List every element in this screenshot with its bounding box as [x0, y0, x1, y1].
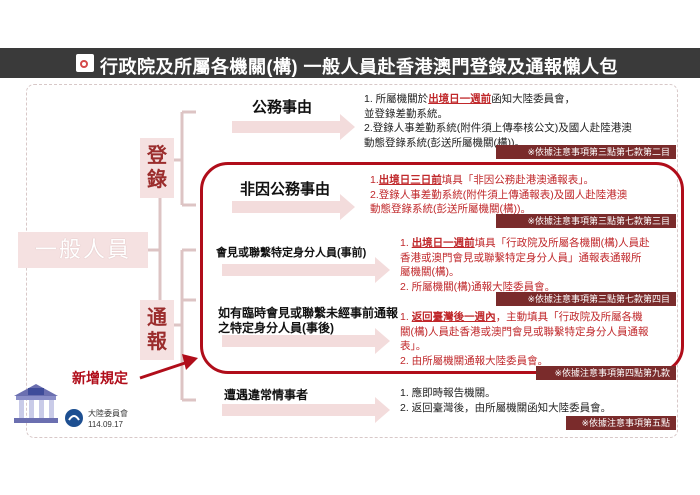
main-category-box: 一般人員 [18, 232, 148, 268]
description-line: 2. 返回臺灣後，由所屬機關函知大陸委員會。 [400, 401, 676, 416]
description-line: 2. 所屬機關(構)通報大陸委員會。 [400, 280, 676, 295]
description-segment: 動態登錄系統(彭送所屬機關(構))。 [364, 136, 525, 149]
mac-logo-icon [65, 409, 83, 427]
description-segment: 函知大陸委員會， [491, 93, 576, 105]
label-non-official-business: 非因公務事由 [240, 181, 331, 198]
description-line: 表」。 [400, 339, 676, 354]
description-segment: 1. [370, 174, 379, 186]
description-line: 1. 應即時報告機關。 [400, 386, 676, 401]
description-segment: 出境日三日前 [378, 174, 442, 186]
description-line: 2.登錄人事差勤系統(附件須上傳通報表)及國人赴陸港澳 [370, 188, 676, 203]
description-segment: 2. 返回臺灣後，由所屬機關函知大陸委員會。 [400, 401, 612, 414]
description-segment: 出境日一週前 [411, 237, 475, 249]
description-meet-contact-before: 1. 出境日一週前填具「行政院及所屬各機關(構)人員赴香港或澳門會見或聯繫特定身… [400, 236, 676, 294]
description-segment: 填具「行政院及所屬各機關(構)人員赴 [474, 237, 650, 249]
reference-official-business: ※依據注意事項第三點第七款第二目 [496, 145, 676, 159]
label-abnormal-incident: 遭遇違常情事者 [224, 388, 309, 402]
description-segment: 填具「非因公務赴港澳通報表」。 [441, 174, 595, 186]
government-building-icon [14, 384, 58, 423]
description-segment: 表」。 [400, 340, 427, 352]
description-segment: 動態登錄系統(彭送所屬機關(構))。 [370, 203, 531, 215]
description-segment: 2. 所屬機關(構)通報大陸委員會。 [400, 280, 556, 293]
description-abnormal-incident: 1. 應即時報告機關。 2. 返回臺灣後，由所屬機關函知大陸委員會。 [400, 386, 676, 415]
description-segment: 2.登錄人事差勤系統(附件須上傳通報表)及國人赴陸港澳 [370, 188, 628, 201]
main-category-label: 一般人員 [34, 237, 131, 262]
title-bar [0, 48, 700, 78]
description-segment: 1. 所屬機關於 [364, 93, 429, 105]
reference-meet-contact-before: ※依據注意事項第三點第七款第四目 [496, 292, 676, 306]
description-segment: ，主動填具「行政院及所屬各機 [495, 311, 643, 323]
description-line: 2. 由所屬機關通報大陸委員會。 [400, 354, 676, 369]
description-segment: 返回臺灣後一週內 [411, 311, 496, 323]
category-register: 登錄 [140, 138, 174, 198]
description-line: 2.登錄人事差勤系統(附件須上傳奉核公文)及國人赴陸港澳 [364, 121, 676, 136]
description-segment: 香港或澳門會見或聯繫特定身分人員」通報表通報所 [400, 251, 642, 264]
description-line: 香港或澳門會見或聯繫特定身分人員」通報表通報所 [400, 251, 676, 266]
reference-abnormal-incident: ※依據注意事項第五點 [566, 416, 676, 430]
description-line: 1. 返回臺灣後一週內，主動填具「行政院及所屬各機 [400, 310, 676, 325]
description-segment: 1. [400, 237, 412, 249]
new-rule-label: 新增規定 [72, 370, 128, 386]
new-rule-highlight-frame [200, 162, 684, 374]
description-line: 動態登錄系統(彭送所屬機關(構))。 [370, 202, 676, 217]
label-meet-contact-after: 如有臨時會見或聯繫未經事前通報之特定身分人員(事後) [218, 306, 399, 335]
description-official-business: 1. 所屬機關於出境日一週前函知大陸委員會，並登錄差勤系統。2.登錄人事差勤系統… [364, 92, 676, 150]
description-line: 屬機關(構)。 [400, 265, 676, 280]
description-segment: 關(構)人員赴香港或澳門會見或聯繫特定身分人員通報 [400, 325, 649, 338]
description-segment: 1. [400, 311, 412, 323]
description-line: 動態登錄系統(彭送所屬機關(構))。 [364, 136, 676, 151]
description-segment: 2.登錄人事差勤系統(附件須上傳奉核公文)及國人赴陸港澳 [364, 122, 632, 134]
reference-non-official-business: ※依據注意事項第三點第七款第三目 [496, 214, 676, 228]
footer-org-date: 大陸委員會 114.09.17 [88, 408, 128, 430]
footer-date: 114.09.17 [88, 420, 123, 429]
page-title: 行政院及所屬各機關(構) 一般人員赴香港澳門登錄及通報懶人包 [100, 57, 618, 77]
description-line: 1.出境日三日前填具「非因公務赴港澳通報表」。 [370, 173, 676, 188]
description-segment: 出境日一週前 [428, 93, 492, 105]
footer-org: 大陸委員會 [88, 409, 128, 418]
description-line: 關(構)人員赴香港或澳門會見或聯繫特定身分人員通報 [400, 325, 676, 340]
description-segment: 屬機關(構)。 [400, 266, 460, 278]
description-line: 並登錄差勤系統。 [364, 107, 676, 122]
description-segment: 1. 應即時報告機關。 [400, 387, 496, 399]
description-segment: 2. 由所屬機關通報大陸委員會。 [400, 354, 549, 367]
label-meet-contact-before: 會見或聯繫特定身分人員(事前) [216, 247, 367, 259]
description-segment: 並登錄差勤系統。 [364, 107, 448, 120]
description-line: 1. 出境日一週前填具「行政院及所屬各機關(構)人員赴 [400, 236, 676, 251]
label-official-business: 公務事由 [252, 99, 313, 116]
reference-meet-contact-after: ※依據注意事項第四點第九款 [536, 366, 676, 380]
presentation-icon [76, 54, 94, 72]
category-report: 通報 [140, 300, 174, 360]
description-line: 1. 所屬機關於出境日一週前函知大陸委員會， [364, 92, 676, 107]
description-meet-contact-after: 1. 返回臺灣後一週內，主動填具「行政院及所屬各機關(構)人員赴香港或澳門會見或… [400, 310, 676, 368]
description-non-official-business: 1.出境日三日前填具「非因公務赴港澳通報表」。2.登錄人事差勤系統(附件須上傳通… [370, 173, 676, 217]
